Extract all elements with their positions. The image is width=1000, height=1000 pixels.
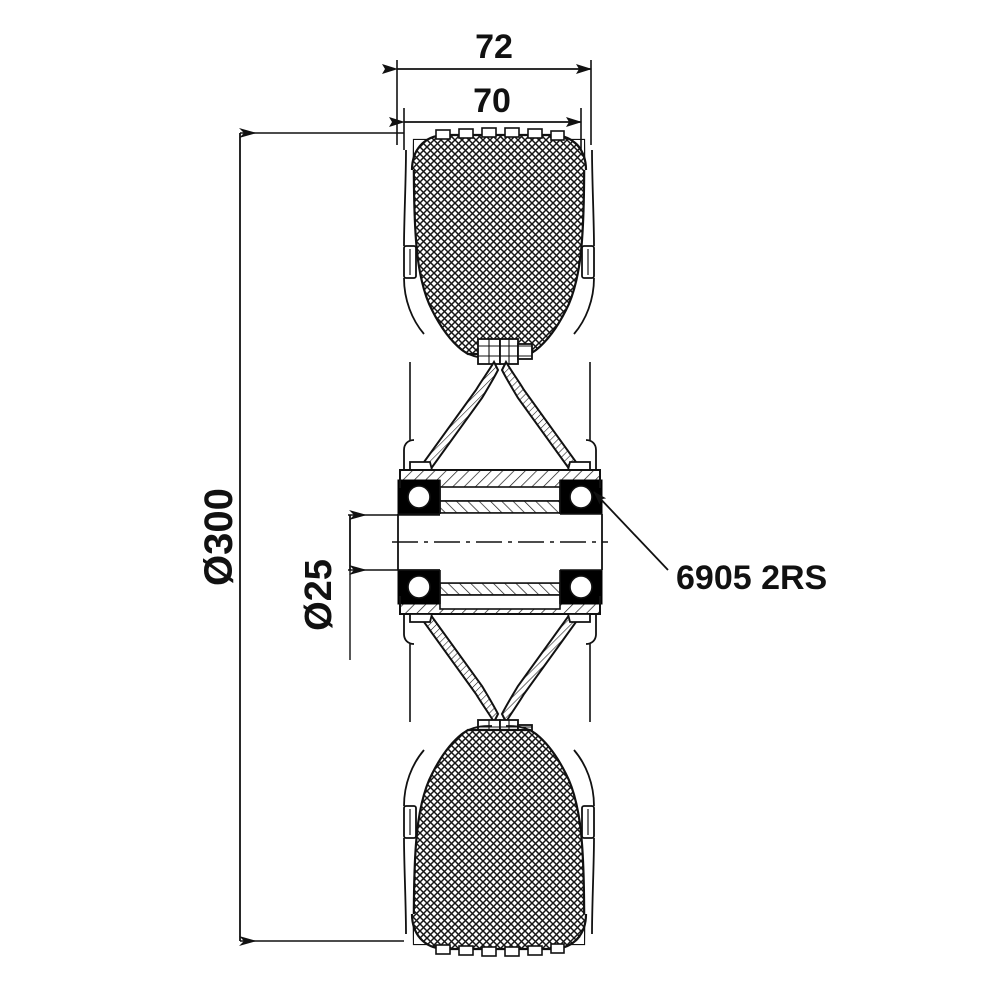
bottom-tire-inner-shoulder-right <box>506 725 537 735</box>
dim-label-300: Ø300 <box>197 488 241 586</box>
rim-foot-bottom-right <box>566 613 591 623</box>
dimension-overall-width-72: 72 <box>382 28 592 145</box>
hub-bearing-assembly <box>392 469 608 615</box>
dim-label-25: Ø25 <box>298 559 340 631</box>
inner-race-lower <box>439 582 561 596</box>
top-valve-stem-tip <box>517 343 533 360</box>
callout-bearing-6905-2rs: 6905 2RS <box>593 491 827 597</box>
rim-lip-top-right <box>585 439 597 470</box>
rim-side-wall-top <box>409 362 591 440</box>
leader-line-bearing <box>593 491 669 571</box>
rim-lip-bottom-left <box>403 614 415 645</box>
top-tire-bead-right <box>573 149 595 335</box>
dimension-bore-diameter-25: Ø25 <box>298 510 440 660</box>
bottom-tread-notches <box>435 943 565 957</box>
dim-label-70: 70 <box>473 82 511 120</box>
top-tread-notches <box>435 127 565 141</box>
top-tread-crown <box>410 133 588 171</box>
bottom-tire-inner-shoulder-left <box>461 725 492 735</box>
axle-bore-open <box>440 513 560 583</box>
inner-spacer-lower-gap <box>439 594 561 610</box>
bottom-tire-bead-left <box>403 749 425 935</box>
rim-lip-top-left <box>403 439 415 470</box>
dim-label-72: 72 <box>475 28 513 66</box>
callout-label-bearing: 6905 2RS <box>676 559 827 597</box>
bearing-top-right-ball <box>569 485 593 509</box>
bottom-tire-rubber <box>412 728 586 946</box>
bottom-tire-bead-right <box>573 749 595 935</box>
dimension-rim-width-70: 70 <box>389 82 582 150</box>
inner-race-upper <box>439 500 561 514</box>
rim-foot-top-left <box>409 461 434 471</box>
bottom-tread-crown <box>410 913 588 951</box>
bottom-tire-assembly <box>403 725 595 957</box>
inner-spacer-upper-gap <box>439 486 561 502</box>
rim-side-wall-bottom <box>409 644 591 722</box>
rim-foot-top-right <box>566 461 591 471</box>
rim-foot-bottom-left <box>409 613 434 623</box>
bearing-top-left-ball <box>407 485 431 509</box>
bearing-bottom-left-ball <box>407 575 431 599</box>
bottom-rim-web <box>403 613 597 725</box>
top-valve-stem-assembly <box>477 338 533 365</box>
top-tire-bead-left <box>403 149 425 335</box>
bearing-bottom-right-ball <box>569 575 593 599</box>
dimension-wheel-diameter-300: Ø300 <box>197 128 404 946</box>
top-tire-rubber <box>412 138 586 356</box>
rim-lip-bottom-right <box>585 614 597 645</box>
